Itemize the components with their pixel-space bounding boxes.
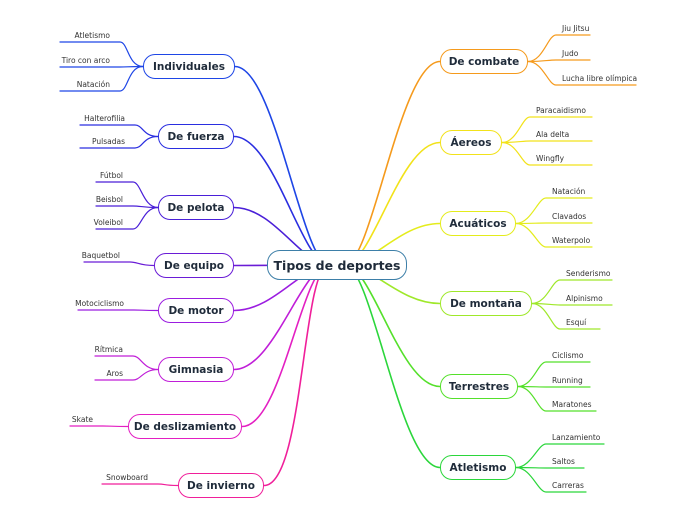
leaf-connector-futbol bbox=[95, 181, 159, 209]
leaf-connector-jiu-jitsu bbox=[527, 34, 591, 63]
leaf-connector-ala-delta bbox=[501, 140, 593, 144]
branch-de-pelota[interactable]: De pelota bbox=[158, 195, 234, 220]
branch-de-invierno[interactable]: De invierno bbox=[178, 473, 264, 498]
leaf-connector-maratones bbox=[517, 385, 597, 412]
branch-connector-de-invierno bbox=[263, 264, 330, 487]
leaf-beisbol[interactable]: Beisbol bbox=[95, 195, 123, 204]
leaf-connector-beisbol bbox=[95, 205, 159, 209]
branch-connector-individuales bbox=[234, 65, 330, 266]
leaf-connector-saltos bbox=[515, 466, 585, 469]
leaf-connector-esqui bbox=[531, 302, 601, 330]
leaf-ala-delta[interactable]: Ala delta bbox=[536, 130, 570, 139]
leaf-connector-pulsadas bbox=[79, 135, 159, 149]
leaf-judo[interactable]: Judo bbox=[562, 49, 579, 58]
leaf-alpinismo[interactable]: Alpinismo bbox=[566, 294, 603, 303]
leaf-voleibol[interactable]: Voleibol bbox=[93, 218, 123, 227]
leaf-connector-carreras bbox=[515, 466, 587, 493]
branch-de-montana[interactable]: De montaña bbox=[440, 291, 532, 316]
leaf-connector-tiro-con-arco bbox=[59, 65, 144, 68]
leaf-connector-wingfly bbox=[501, 141, 593, 166]
leaf-baquetbol[interactable]: Baquetbol bbox=[81, 251, 120, 260]
branch-individuales[interactable]: Individuales bbox=[143, 54, 235, 79]
leaf-connector-judo bbox=[527, 59, 591, 63]
leaf-lucha-libre-olimpica[interactable]: Lucha libre olímpica bbox=[562, 74, 638, 83]
leaf-motociclismo[interactable]: Motociclismo bbox=[75, 299, 124, 308]
leaf-wingfly[interactable]: Wingfly bbox=[536, 154, 565, 163]
leaf-connector-lanzamiento bbox=[515, 443, 605, 469]
leaf-atletismo[interactable]: Atletismo bbox=[74, 31, 110, 40]
branch-de-fuerza[interactable]: De fuerza bbox=[158, 124, 234, 149]
branch-connector-de-fuerza bbox=[233, 135, 330, 266]
leaf-clavados[interactable]: Clavados bbox=[552, 212, 587, 221]
leaf-halterofilia[interactable]: Halterofilia bbox=[84, 114, 125, 123]
branch-de-motor[interactable]: De motor bbox=[158, 298, 234, 323]
leaf-running[interactable]: Running bbox=[552, 376, 583, 385]
leaf-connector-clavados bbox=[515, 222, 593, 225]
leaf-senderismo[interactable]: Senderismo bbox=[566, 269, 611, 278]
leaf-connector-halterofilia bbox=[79, 124, 159, 138]
branch-terrestres[interactable]: Terrestres bbox=[440, 374, 518, 399]
leaf-pulsadas[interactable]: Pulsadas bbox=[92, 137, 125, 146]
leaf-waterpolo[interactable]: Waterpolo bbox=[552, 236, 591, 245]
branch-connector-terrestres bbox=[344, 264, 441, 388]
leaf-connector-snowboard bbox=[101, 483, 179, 487]
leaf-connector-waterpolo bbox=[515, 222, 593, 248]
leaf-connector-alpinismo bbox=[531, 302, 613, 306]
leaf-carreras[interactable]: Carreras bbox=[552, 481, 584, 490]
leaf-ciclismo[interactable]: Ciclismo bbox=[552, 351, 584, 360]
leaf-esqui[interactable]: Esquí bbox=[566, 318, 587, 327]
branch-connector-atletismo bbox=[344, 264, 441, 469]
leaf-connector-running bbox=[517, 385, 591, 388]
leaf-connector-motociclismo bbox=[77, 309, 159, 312]
leaf-connector-voleibol bbox=[95, 206, 159, 230]
leaf-natacion[interactable]: Natación bbox=[76, 80, 110, 89]
leaf-tiro-con-arco[interactable]: Tiro con arco bbox=[61, 56, 110, 65]
branch-de-equipo[interactable]: De equipo bbox=[154, 253, 234, 278]
leaf-connector-senderismo bbox=[531, 279, 613, 305]
leaf-connector-lucha-libre-olimpica bbox=[527, 60, 637, 86]
branch-connector-aereos bbox=[344, 141, 441, 266]
leaf-connector-skate bbox=[69, 425, 129, 428]
leaf-connector-natacion bbox=[515, 197, 593, 225]
leaf-aros[interactable]: Aros bbox=[106, 369, 123, 378]
leaf-natacion[interactable]: Natación bbox=[552, 187, 586, 196]
branch-aereos[interactable]: Áereos bbox=[440, 130, 502, 155]
leaf-connector-baquetbol bbox=[83, 261, 155, 267]
leaf-connector-ciclismo bbox=[517, 361, 591, 388]
branch-gimnasia[interactable]: Gimnasia bbox=[158, 357, 234, 382]
root-topic[interactable]: Tipos de deportes bbox=[267, 250, 407, 280]
leaf-connector-natacion bbox=[59, 65, 144, 92]
leaf-paracaidismo[interactable]: Paracaidismo bbox=[536, 106, 586, 115]
leaf-connector-atletismo bbox=[59, 41, 144, 68]
branch-connector-de-combate bbox=[344, 60, 441, 266]
leaf-jiu-jitsu[interactable]: Jiu Jitsu bbox=[562, 24, 590, 33]
branch-atletismo[interactable]: Atletismo bbox=[440, 455, 516, 480]
leaf-snowboard[interactable]: Snowboard bbox=[106, 473, 148, 482]
leaf-futbol[interactable]: Fútbol bbox=[99, 171, 123, 180]
leaf-saltos[interactable]: Saltos bbox=[552, 457, 575, 466]
leaf-connector-ritmica bbox=[94, 355, 159, 371]
leaf-skate[interactable]: Skate bbox=[71, 415, 93, 424]
branch-de-deslizamiento[interactable]: De deslizamiento bbox=[128, 414, 242, 439]
branch-de-combate[interactable]: De combate bbox=[440, 49, 528, 74]
branch-acuaticos[interactable]: Acuáticos bbox=[440, 211, 516, 236]
leaf-ritmica[interactable]: Rítmica bbox=[94, 345, 123, 354]
leaf-connector-paracaidismo bbox=[501, 116, 593, 144]
leaf-connector-aros bbox=[94, 368, 159, 381]
leaf-maratones[interactable]: Maratones bbox=[552, 400, 592, 409]
leaf-lanzamiento[interactable]: Lanzamiento bbox=[552, 433, 601, 442]
